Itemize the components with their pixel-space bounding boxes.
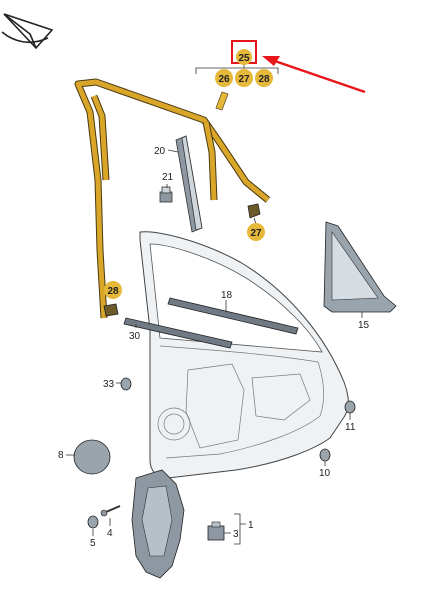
part-4-screw — [100, 505, 121, 517]
part-20-pillar-trim — [175, 135, 203, 233]
svg-text:26: 26 — [218, 74, 230, 85]
callout-8: 8 — [58, 450, 64, 461]
callout-18: 18 — [221, 290, 233, 301]
callout-33: 33 — [103, 379, 115, 390]
clip-part-27 — [247, 203, 261, 219]
part-30-strip — [123, 317, 233, 349]
window-seal-frame — [74, 78, 271, 319]
svg-text:28: 28 — [258, 74, 270, 85]
svg-text:27: 27 — [238, 74, 250, 85]
badge-28-bottom: 28 — [104, 281, 122, 299]
badge-25: 25 — [236, 49, 252, 65]
part-3-motor — [207, 521, 225, 541]
badge-27-top: 27 — [235, 69, 253, 87]
badge-26: 26 — [215, 69, 233, 87]
part-18-waist-seal — [167, 297, 299, 335]
callout-10: 10 — [319, 468, 331, 479]
callout-30: 30 — [129, 331, 141, 342]
callout-21: 21 — [162, 172, 174, 183]
callout-4: 4 — [107, 528, 113, 539]
group-bracket-1 — [234, 513, 246, 545]
red-arrow — [262, 56, 366, 94]
part-33-plug — [120, 377, 132, 391]
svg-text:25: 25 — [238, 53, 250, 64]
badge-28-top: 28 — [255, 69, 273, 87]
paper-plane-logo-icon — [1, 13, 54, 50]
window-regulator — [131, 469, 185, 579]
callout-1: 1 — [248, 520, 254, 531]
clip-part-26 — [215, 91, 229, 111]
part-21-clip — [159, 186, 173, 203]
callout-15: 15 — [358, 320, 370, 331]
callout-5: 5 — [90, 538, 96, 549]
part-8-cover-disc — [73, 439, 111, 475]
badge-27-bottom: 27 — [247, 223, 265, 241]
part-10-plug — [319, 448, 331, 462]
svg-text:27: 27 — [250, 228, 262, 239]
part-15-quarter-glass — [323, 221, 397, 313]
callout-3: 3 — [233, 529, 239, 540]
clip-part-28 — [103, 303, 119, 317]
part-11-plug — [344, 400, 356, 414]
svg-text:28: 28 — [107, 286, 119, 297]
callout-20: 20 — [154, 146, 166, 157]
door-panel — [139, 231, 349, 479]
callout-11: 11 — [345, 422, 356, 433]
part-5-plug — [87, 515, 99, 529]
